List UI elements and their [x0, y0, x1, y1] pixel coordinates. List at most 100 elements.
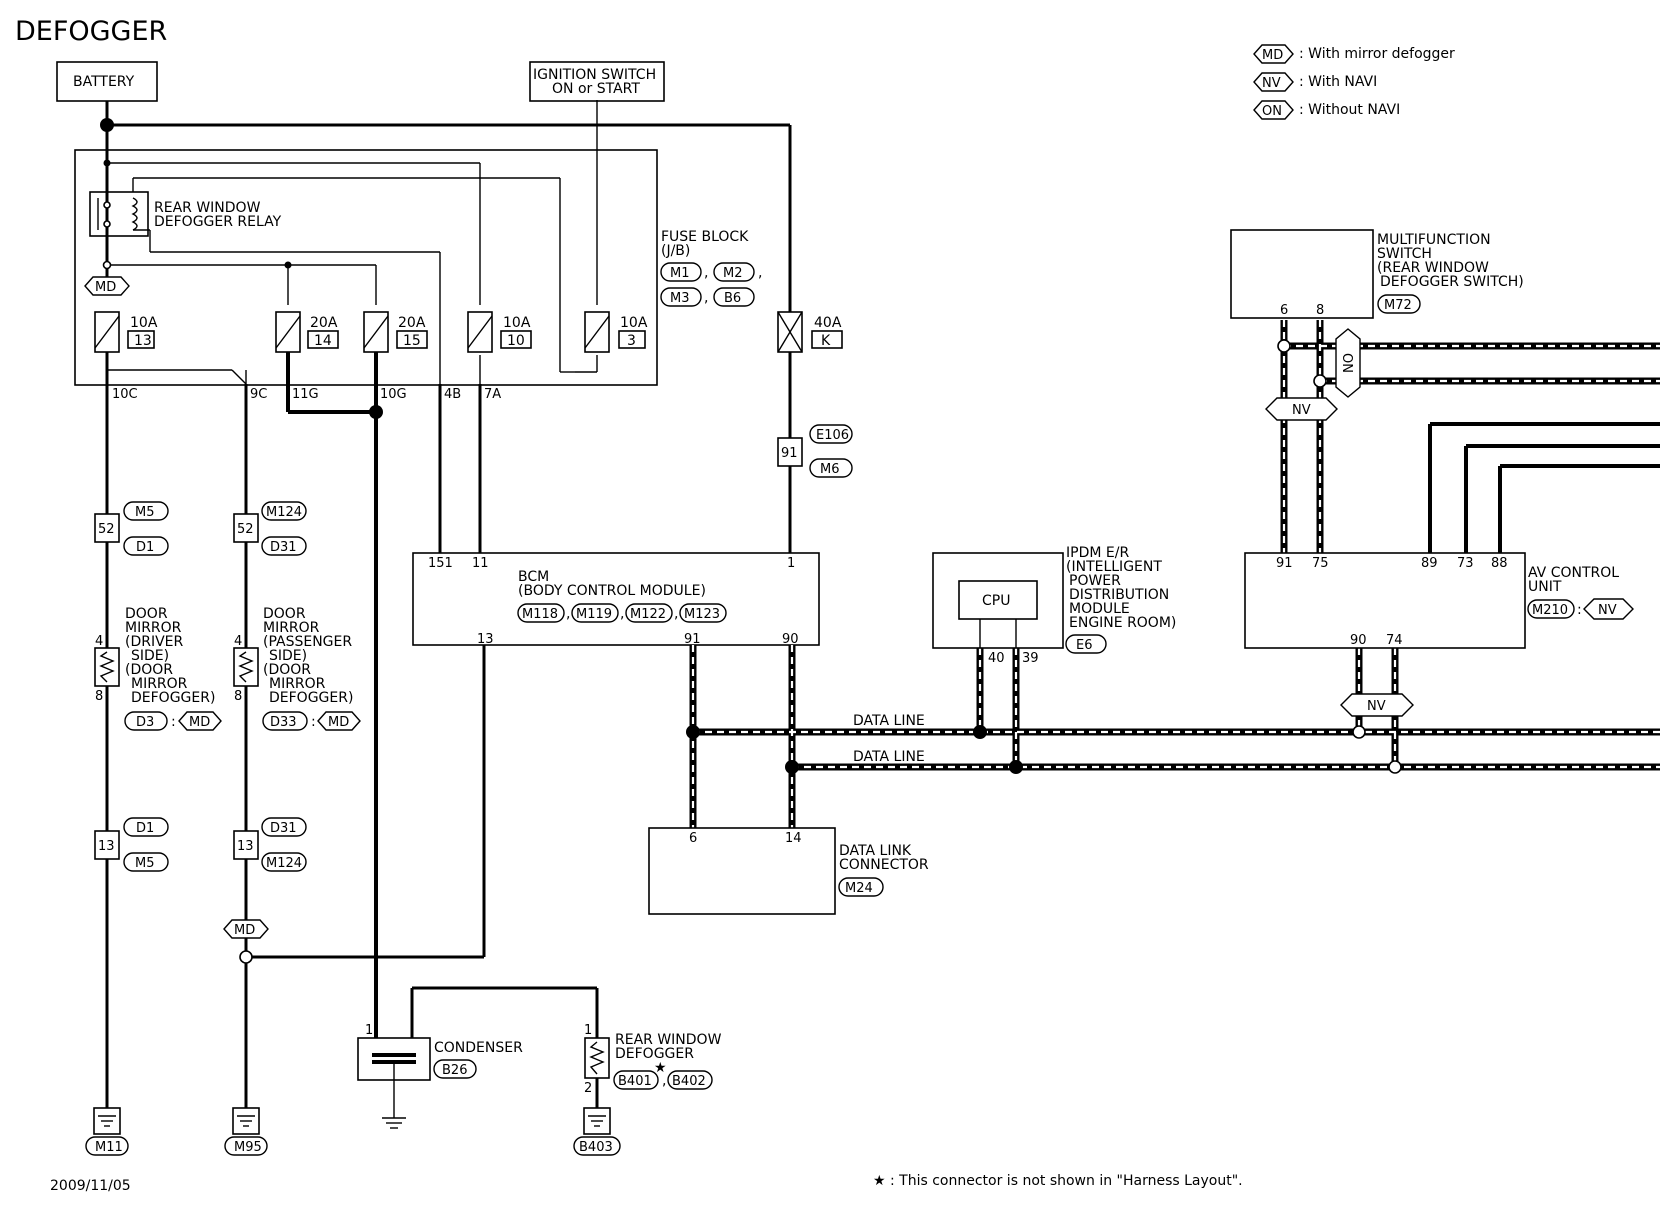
fuse-block-conn-m2-label: M2	[723, 266, 743, 281]
md-tag-splice-label: MD	[234, 923, 255, 938]
av-label-1: AV CONTROL	[1528, 565, 1619, 581]
fuse-10	[467, 311, 493, 353]
e106-pin: 91	[781, 446, 798, 461]
driver-mirror-label-5: (DOOR	[125, 662, 173, 678]
pin-4b: 4B	[444, 387, 461, 402]
pass-jc-top-conn-label: M124	[266, 505, 302, 520]
fuse-block-conn-b6-label: B6	[724, 291, 741, 306]
fuse-10-num: 10	[507, 333, 525, 349]
pin-11g: 11G	[292, 387, 319, 402]
legend-on-code: ON	[1262, 104, 1282, 119]
data-line-wires	[686, 320, 1660, 828]
comma: ,	[620, 606, 624, 622]
fuse-block-jb: (J/B)	[661, 243, 690, 259]
star: ★	[654, 1060, 667, 1076]
fuse-10-amp: 10A	[503, 315, 531, 331]
md-tag-fuse-label: MD	[95, 280, 116, 295]
circuit-wires	[105, 352, 792, 1108]
driver-jc-top-pin: 52	[98, 522, 115, 537]
md-tag-fuse	[84, 276, 130, 296]
bcm-pin-1: 1	[787, 556, 795, 571]
comma: ,	[704, 265, 708, 281]
legend-md-text: : With mirror defogger	[1299, 46, 1455, 62]
pass-mirror-label-1: DOOR	[263, 606, 306, 622]
av-label-2: UNIT	[1528, 579, 1562, 595]
mfs-pin-6: 6	[1280, 303, 1288, 318]
driver-mirror-label-2: MIRROR	[125, 620, 182, 636]
passenger-mirror-heater	[233, 647, 259, 687]
bcm-conn-m123-label: M123	[684, 607, 720, 622]
fuse-13	[94, 311, 120, 353]
fusible-link-40a	[777, 311, 803, 353]
nv-tag-av-label: NV	[1367, 699, 1386, 714]
av-control-unit-box	[1244, 552, 1526, 649]
mfs-conn-label: M72	[1384, 298, 1412, 313]
driver-jc-top-conn2-label: D1	[136, 540, 154, 555]
m6-tag	[809, 458, 853, 478]
ipdm-conn	[1065, 634, 1107, 654]
ipdm-pin-39: 39	[1022, 651, 1039, 666]
pin-10c: 10C	[112, 387, 138, 402]
diagram-title: DEFOGGER	[15, 16, 167, 47]
pass-mirror-md-tag	[317, 711, 361, 731]
bcm-pin-11: 11	[472, 556, 489, 571]
pass-mirror-label-5: (DOOR	[263, 662, 311, 678]
bcm-pin-91: 91	[684, 632, 701, 647]
ignition-label-1: IGNITION SWITCH	[533, 67, 656, 83]
av-pin-89: 89	[1421, 556, 1438, 571]
rear-defogger-label-1: REAR WINDOW	[615, 1032, 722, 1048]
driver-jc-bottom-conn-label: D1	[136, 821, 154, 836]
rear-defogger-pin-top: 1	[584, 1023, 592, 1038]
driver-mirror-conn-label: D3	[136, 715, 154, 730]
ground-m11-label: M11	[95, 1140, 123, 1155]
bcm-conn-m119	[571, 603, 619, 623]
ipdm-cpu-box	[958, 580, 1038, 620]
ipdm-label-3: POWER	[1069, 573, 1121, 589]
mfs-label-2: SWITCH	[1377, 246, 1432, 262]
comma: ,	[758, 265, 762, 281]
driver-jc-top	[94, 513, 120, 543]
ground-b403-label: B403	[579, 1140, 613, 1155]
fuse-14-numbox	[307, 330, 339, 349]
rear-defogger-label-2: DEFOGGER	[615, 1046, 694, 1062]
fuse-block-conn-m1-label: M1	[670, 266, 690, 281]
pass-jc-bottom-conn2	[261, 852, 307, 872]
fuse-14-num: 14	[314, 333, 332, 349]
comma: ,	[566, 606, 570, 622]
fuse-13-amp: 10A	[130, 315, 158, 331]
rear-defogger-conn-b402-label: B402	[672, 1074, 706, 1089]
rear-defogger-conn-b401	[613, 1070, 659, 1090]
battery-box	[56, 61, 158, 102]
driver-mirror-label-6: MIRROR	[131, 676, 188, 692]
av-pin-74: 74	[1386, 633, 1403, 648]
relay-label-2: DEFOGGER RELAY	[154, 214, 282, 230]
ground-m95	[224, 1136, 268, 1156]
pass-mirror-md-label: MD	[328, 715, 349, 730]
multifunction-switch-box	[1230, 229, 1374, 319]
pass-jc-top-conn2	[261, 536, 307, 556]
driver-jc-bottom-conn2-label: M5	[135, 856, 155, 871]
condenser-pin: 1	[365, 1023, 373, 1038]
pass-jc-top	[233, 513, 259, 543]
driver-jc-top-conn2	[123, 536, 169, 556]
pass-mirror-label-2: MIRROR	[263, 620, 320, 636]
pass-mirror-label-6: MIRROR	[269, 676, 326, 692]
fuse-15-num: 15	[403, 333, 421, 349]
fuse-3-num: 3	[627, 333, 636, 349]
driver-mirror-label-4: SIDE)	[131, 648, 169, 664]
e106-jc-box	[777, 437, 803, 467]
bcm-label-2: (BODY CONTROL MODULE)	[518, 583, 706, 599]
legend-nv-code: NV	[1262, 76, 1281, 91]
ground-b403	[573, 1136, 621, 1156]
pass-jc-bottom-conn	[261, 817, 307, 837]
fuse-block-label: FUSE BLOCK	[661, 229, 749, 245]
driver-mirror-conn	[124, 711, 168, 731]
fuse-13-num: 13	[134, 333, 152, 349]
fuse-3	[584, 311, 610, 353]
fuse-14	[275, 311, 301, 353]
ground-m95-label: M95	[234, 1140, 262, 1155]
driver-mirror-label-3: (DRIVER	[125, 634, 184, 650]
driver-jc-bottom	[94, 830, 120, 860]
colon: :	[311, 714, 316, 730]
